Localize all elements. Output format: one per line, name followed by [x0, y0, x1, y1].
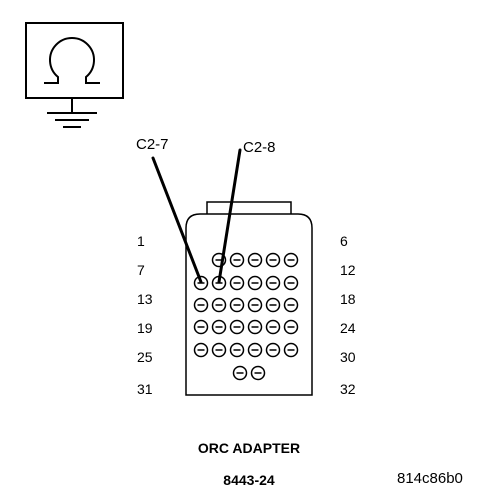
connector-pin [265, 342, 281, 358]
connector-pin [247, 297, 263, 313]
connector-pin [211, 342, 227, 358]
part-number: 8443-24 [223, 472, 275, 488]
connector-pin [283, 275, 299, 291]
connector-pins [193, 252, 299, 381]
connector-pin [283, 342, 299, 358]
ohmmeter-box [25, 22, 124, 99]
connector-pin [229, 252, 245, 268]
connector-pin [265, 319, 281, 335]
connector-latch-tab [206, 201, 292, 214]
connector-pin [247, 275, 263, 291]
probe-lead-c2-8 [217, 148, 242, 284]
adapter-name: ORC ADAPTER [198, 440, 300, 456]
connector-pin [283, 297, 299, 313]
connector-pin [283, 319, 299, 335]
connector-pin [247, 342, 263, 358]
ohmmeter-symbol [25, 22, 124, 128]
ground-icon [47, 98, 97, 128]
connector-pin [247, 319, 263, 335]
row-label-left: 1 [137, 233, 145, 249]
connector-pin [229, 275, 245, 291]
connector-pin [229, 342, 245, 358]
connector-pin [265, 297, 281, 313]
connector-pin [265, 275, 281, 291]
connector-pin [211, 297, 227, 313]
row-label-right: 32 [340, 381, 356, 397]
connector-pin [265, 252, 281, 268]
probe-label-c2-8: C2-8 [243, 139, 276, 156]
connector-pin [232, 365, 248, 381]
probe-lead-c2-7 [151, 156, 203, 284]
row-label-left: 19 [137, 320, 153, 336]
connector-housing [185, 213, 313, 396]
connector-pin [229, 297, 245, 313]
row-label-left: 25 [137, 349, 153, 365]
probe-leads [151, 148, 242, 284]
connector-body [185, 201, 313, 396]
connector-pin [283, 252, 299, 268]
row-label-right: 24 [340, 320, 356, 336]
row-label-right: 6 [340, 233, 348, 249]
connector-pin [193, 297, 209, 313]
row-labels-right: 6 12 18 24 30 32 [340, 233, 356, 397]
connector-pin [193, 319, 209, 335]
row-label-left: 31 [137, 381, 153, 397]
row-label-left: 7 [137, 262, 145, 278]
figure-code: 814c86b0 [397, 470, 463, 487]
connector-pin [229, 319, 245, 335]
row-labels-left: 1 7 13 19 25 31 [137, 233, 153, 397]
row-label-right: 12 [340, 262, 356, 278]
connector-pin [250, 365, 266, 381]
connector-pin [247, 252, 263, 268]
probe-label-c2-7: C2-7 [136, 136, 169, 153]
connector-pin [193, 342, 209, 358]
connector-pin [211, 319, 227, 335]
row-label-left: 13 [137, 291, 153, 307]
row-label-right: 18 [340, 291, 356, 307]
ohm-symbol-icon [44, 37, 100, 84]
row-label-right: 30 [340, 349, 356, 365]
